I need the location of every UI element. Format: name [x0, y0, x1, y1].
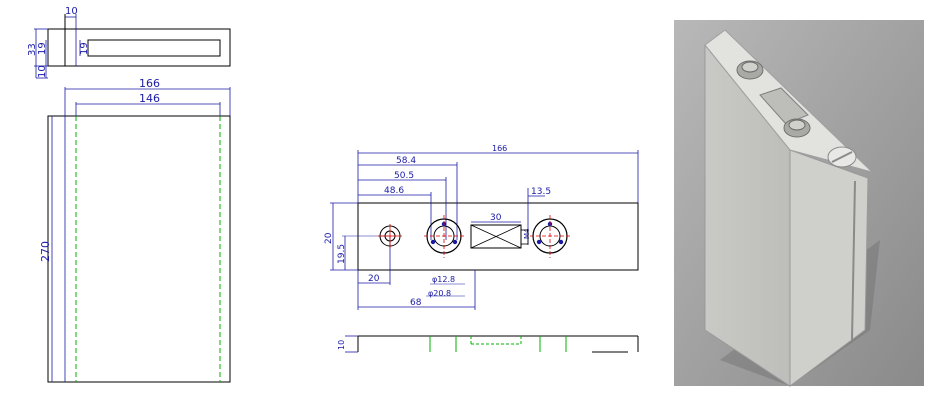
- dim-front-146: 146: [139, 92, 160, 105]
- dim-strip-10: 10: [337, 340, 346, 350]
- terminal-view: 166 58.4 50.5 48.6 20 19.5 20 68 φ12.8 φ…: [324, 144, 639, 310]
- cell-side-face: [789, 149, 869, 387]
- photo-vent: [759, 87, 809, 125]
- safety-vent: [470, 224, 529, 249]
- dim-top-19a: 19: [37, 42, 48, 55]
- dim-19-5: 19.5: [337, 244, 347, 264]
- dim-48-6: 48.6: [384, 186, 404, 196]
- dim-20-width: 20: [368, 274, 380, 284]
- dim-top-10b: 10: [37, 65, 48, 78]
- dim-13-5: 13.5: [531, 187, 551, 197]
- dim-68: 68: [410, 298, 422, 308]
- dim-58-4: 58.4: [396, 156, 416, 166]
- dim-front-270: 270: [39, 241, 52, 262]
- terminal-left: [424, 215, 464, 258]
- dim-phi-12-8: φ12.8: [432, 275, 455, 284]
- terminal-view-outline: [357, 202, 639, 271]
- front-view-outline: [47, 115, 231, 383]
- dim-phi-20-8: φ20.8: [428, 289, 451, 298]
- dim-top-10: 10: [65, 6, 78, 17]
- side-strip-view: 10: [337, 335, 639, 353]
- dim-terminal-20-height: 20: [324, 232, 334, 244]
- top-view: 10 33 19 19 10: [27, 6, 231, 79]
- dim-30: 30: [490, 213, 502, 223]
- terminal-right: [530, 215, 570, 258]
- dim-front-166: 166: [139, 77, 160, 90]
- top-view-inner-slot: [87, 39, 221, 57]
- dim-m4: M4: [523, 228, 531, 239]
- dim-top-33: 33: [27, 43, 38, 56]
- front-view: 166 146 270: [39, 77, 231, 383]
- top-view-outline: [47, 28, 231, 67]
- dim-50-5: 50.5: [394, 171, 414, 181]
- battery-cell-photo: [674, 20, 924, 387]
- small-post: [378, 224, 402, 248]
- dim-top-19b: 19: [79, 42, 90, 55]
- dim-terminal-166: 166: [492, 144, 507, 153]
